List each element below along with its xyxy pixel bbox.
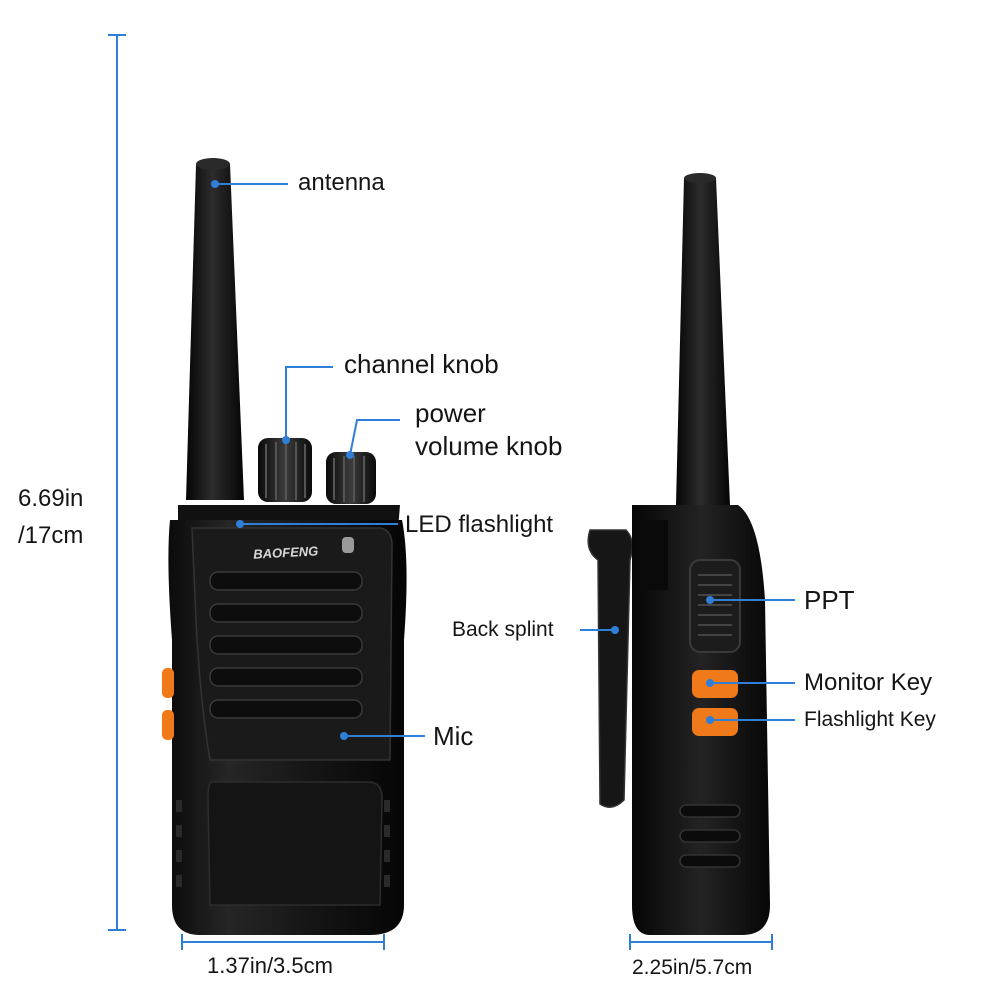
height-dimension-line — [108, 34, 126, 931]
label-channel-knob: channel knob — [344, 349, 499, 379]
callout-dots — [211, 180, 714, 740]
depth-value: 2.25in/5.7cm — [632, 956, 753, 979]
label-flashlight-key: Flashlight Key — [804, 708, 936, 731]
side-radio — [587, 173, 770, 935]
led — [342, 537, 354, 553]
flashlight-key — [692, 708, 738, 736]
width-dimension-line — [181, 934, 385, 950]
brand-logo: BAOFENG — [253, 543, 319, 561]
height-value-in: 6.69in — [18, 485, 84, 512]
label-back-splint: Back splint — [452, 618, 554, 641]
label-led-flashlight: LED flashlight — [405, 511, 554, 538]
antenna — [186, 161, 244, 500]
label-power: power — [415, 398, 486, 428]
label-ppt: PPT — [804, 585, 855, 615]
belt-clip — [587, 529, 633, 808]
depth-dimension-line — [629, 934, 773, 950]
label-monitor-key: Monitor Key — [804, 669, 933, 696]
height-value-cm: /17cm — [18, 522, 84, 549]
side-antenna — [676, 175, 730, 505]
callout-lines — [215, 183, 795, 737]
width-value: 1.37in/3.5cm — [207, 953, 333, 978]
label-antenna: antenna — [298, 169, 385, 196]
label-volume-knob: volume knob — [415, 431, 563, 461]
label-mic: Mic — [433, 721, 474, 751]
front-radio — [162, 158, 407, 935]
